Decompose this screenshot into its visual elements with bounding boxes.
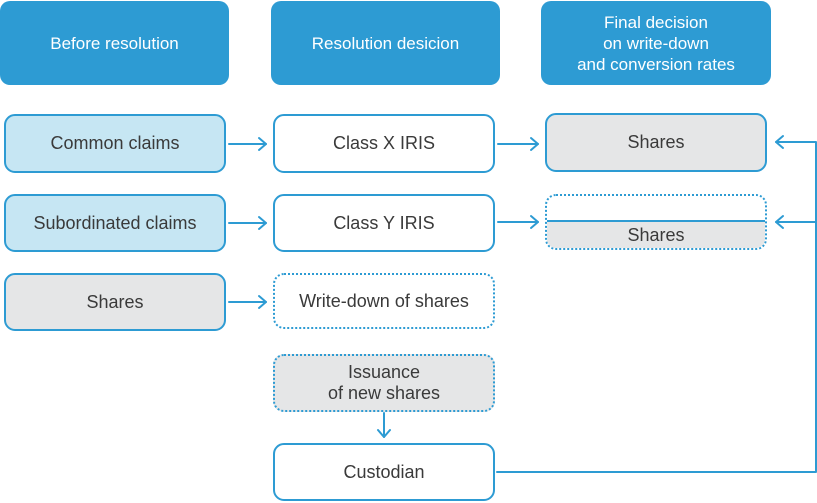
write-down-of-shares-box: Write-down of shares <box>273 273 495 329</box>
arrow-subordinated-to-class-y <box>228 216 267 230</box>
shares-final-box: Shares <box>545 113 767 172</box>
header-resolution-decision: Resolution desicion <box>271 1 500 85</box>
arrow-class-y-to-shares <box>497 215 539 229</box>
header-before-resolution: Before resolution <box>0 1 229 85</box>
class-y-iris-box: Class Y IRIS <box>273 194 495 252</box>
split-shares-final-box: Shares <box>545 194 767 250</box>
shares-final-lower-box: Shares <box>547 220 765 248</box>
arrow-class-x-to-shares <box>497 137 539 151</box>
subordinated-claims-box: Subordinated claims <box>4 194 226 252</box>
common-claims-box: Common claims <box>4 114 226 173</box>
class-x-iris-box: Class X IRIS <box>273 114 495 173</box>
header-final-decision: Final decision on write-down and convers… <box>541 1 771 85</box>
arrow-issuance-to-custodian <box>377 412 391 438</box>
shares-before-box: Shares <box>4 273 226 331</box>
arrow-shares-to-write-down <box>228 295 267 309</box>
line-custodian-feedback <box>496 135 817 473</box>
custodian-box: Custodian <box>273 443 495 501</box>
arrow-common-to-class-x <box>228 137 267 151</box>
issuance-of-new-shares-box: Issuance of new shares <box>273 354 495 412</box>
